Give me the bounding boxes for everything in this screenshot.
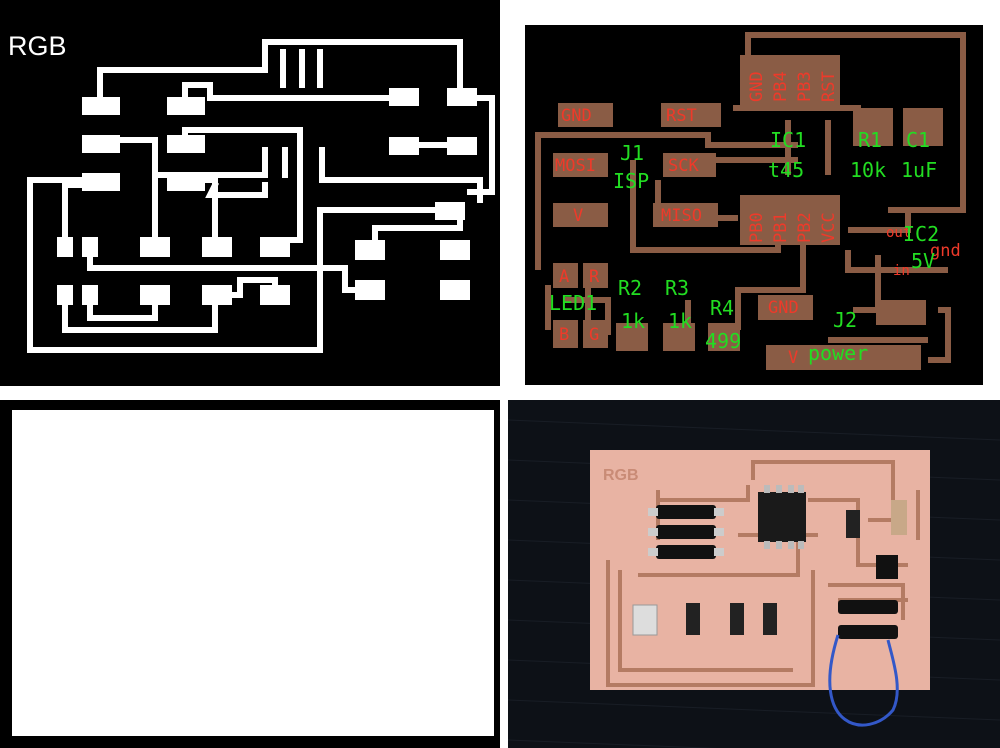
label-c1: C1: [906, 128, 930, 152]
traces-svg: RGB: [8, 31, 495, 353]
rgb-led: [632, 604, 658, 636]
label-1uf: 1uF: [901, 158, 937, 182]
ic-attiny45: [758, 492, 806, 542]
label-r3: R3: [665, 276, 689, 300]
photo-svg: RGB: [508, 400, 1000, 748]
label-t45: t45: [768, 158, 804, 182]
label-j2: J2: [833, 308, 857, 332]
label-10k: 10k: [850, 158, 886, 182]
outline-panel: [0, 400, 500, 748]
label-g: G: [589, 325, 599, 345]
schematic-svg: GND RST MOSI SCK V MISO A R B G GND V GN…: [525, 25, 983, 385]
label-gnd-ic: GND: [747, 71, 767, 102]
trace-pads: [57, 88, 477, 305]
ic-pins: [764, 485, 804, 549]
label-rst-ic: RST: [819, 71, 839, 102]
label-499: 499: [705, 329, 741, 353]
label-power: power: [808, 341, 868, 365]
label-pb2: PB2: [795, 212, 815, 243]
label-mosi: MOSI: [555, 156, 596, 176]
label-r3-value: 1k: [668, 309, 692, 333]
trace-lines: [27, 39, 495, 353]
board-outline: [12, 410, 494, 736]
label-r2-value: 1k: [621, 309, 645, 333]
label-r: R: [589, 267, 600, 287]
regulator-ic2: [876, 555, 898, 579]
label-gnd: GND: [561, 106, 592, 126]
label-j1: J1: [620, 141, 644, 165]
label-gnd-power: GND: [768, 298, 799, 318]
label-pb0: PB0: [747, 212, 767, 243]
label-led1: LED1: [549, 291, 597, 315]
label-ic2: IC2: [903, 222, 939, 246]
label-a: A: [559, 267, 569, 287]
traces-title: RGB: [8, 31, 67, 61]
isp-header: [648, 505, 724, 559]
board-marking: RGB: [603, 467, 639, 484]
resistors-bottom: [686, 603, 777, 635]
photo-panel: RGB: [508, 400, 1000, 748]
power-header: [838, 600, 898, 639]
schematic-panel: GND RST MOSI SCK V MISO A R B G GND V GN…: [508, 0, 1000, 386]
schematic-green-labels: J1 ISP IC1 t45 R1 10k C1 1uF IC2 5V LED1…: [549, 128, 939, 365]
label-in: in: [893, 263, 910, 279]
label-pb3: PB3: [795, 71, 815, 102]
outline-svg: [12, 410, 494, 736]
label-isp: ISP: [613, 169, 649, 193]
label-r2: R2: [618, 276, 642, 300]
label-vcc: VCC: [819, 212, 839, 243]
label-v: V: [573, 206, 583, 226]
label-out: out: [886, 225, 911, 241]
label-r4: R4: [710, 296, 734, 320]
photo-traces: [606, 460, 920, 687]
resistor-r1: [846, 510, 860, 538]
label-gnd-reg: gnd: [930, 241, 961, 261]
label-miso: MISO: [661, 206, 702, 226]
label-r1: R1: [858, 128, 882, 152]
label-rst: RST: [666, 106, 697, 126]
jumper-wire: [828, 634, 899, 727]
schematic-red-labels: GND RST MOSI SCK V MISO A R B G GND V GN…: [555, 71, 961, 368]
label-ic1: IC1: [770, 128, 806, 152]
label-pb4: PB4: [771, 71, 791, 102]
label-sck: SCK: [668, 156, 699, 176]
label-b: B: [559, 325, 569, 345]
label-v-power: V: [788, 348, 798, 368]
label-5v: 5V: [911, 249, 935, 273]
label-pb1: PB1: [771, 212, 791, 243]
capacitor-c1: [891, 500, 907, 535]
traces-panel: RGB: [0, 0, 500, 386]
pcb-board: [590, 450, 930, 690]
schematic-pads: [553, 55, 943, 370]
